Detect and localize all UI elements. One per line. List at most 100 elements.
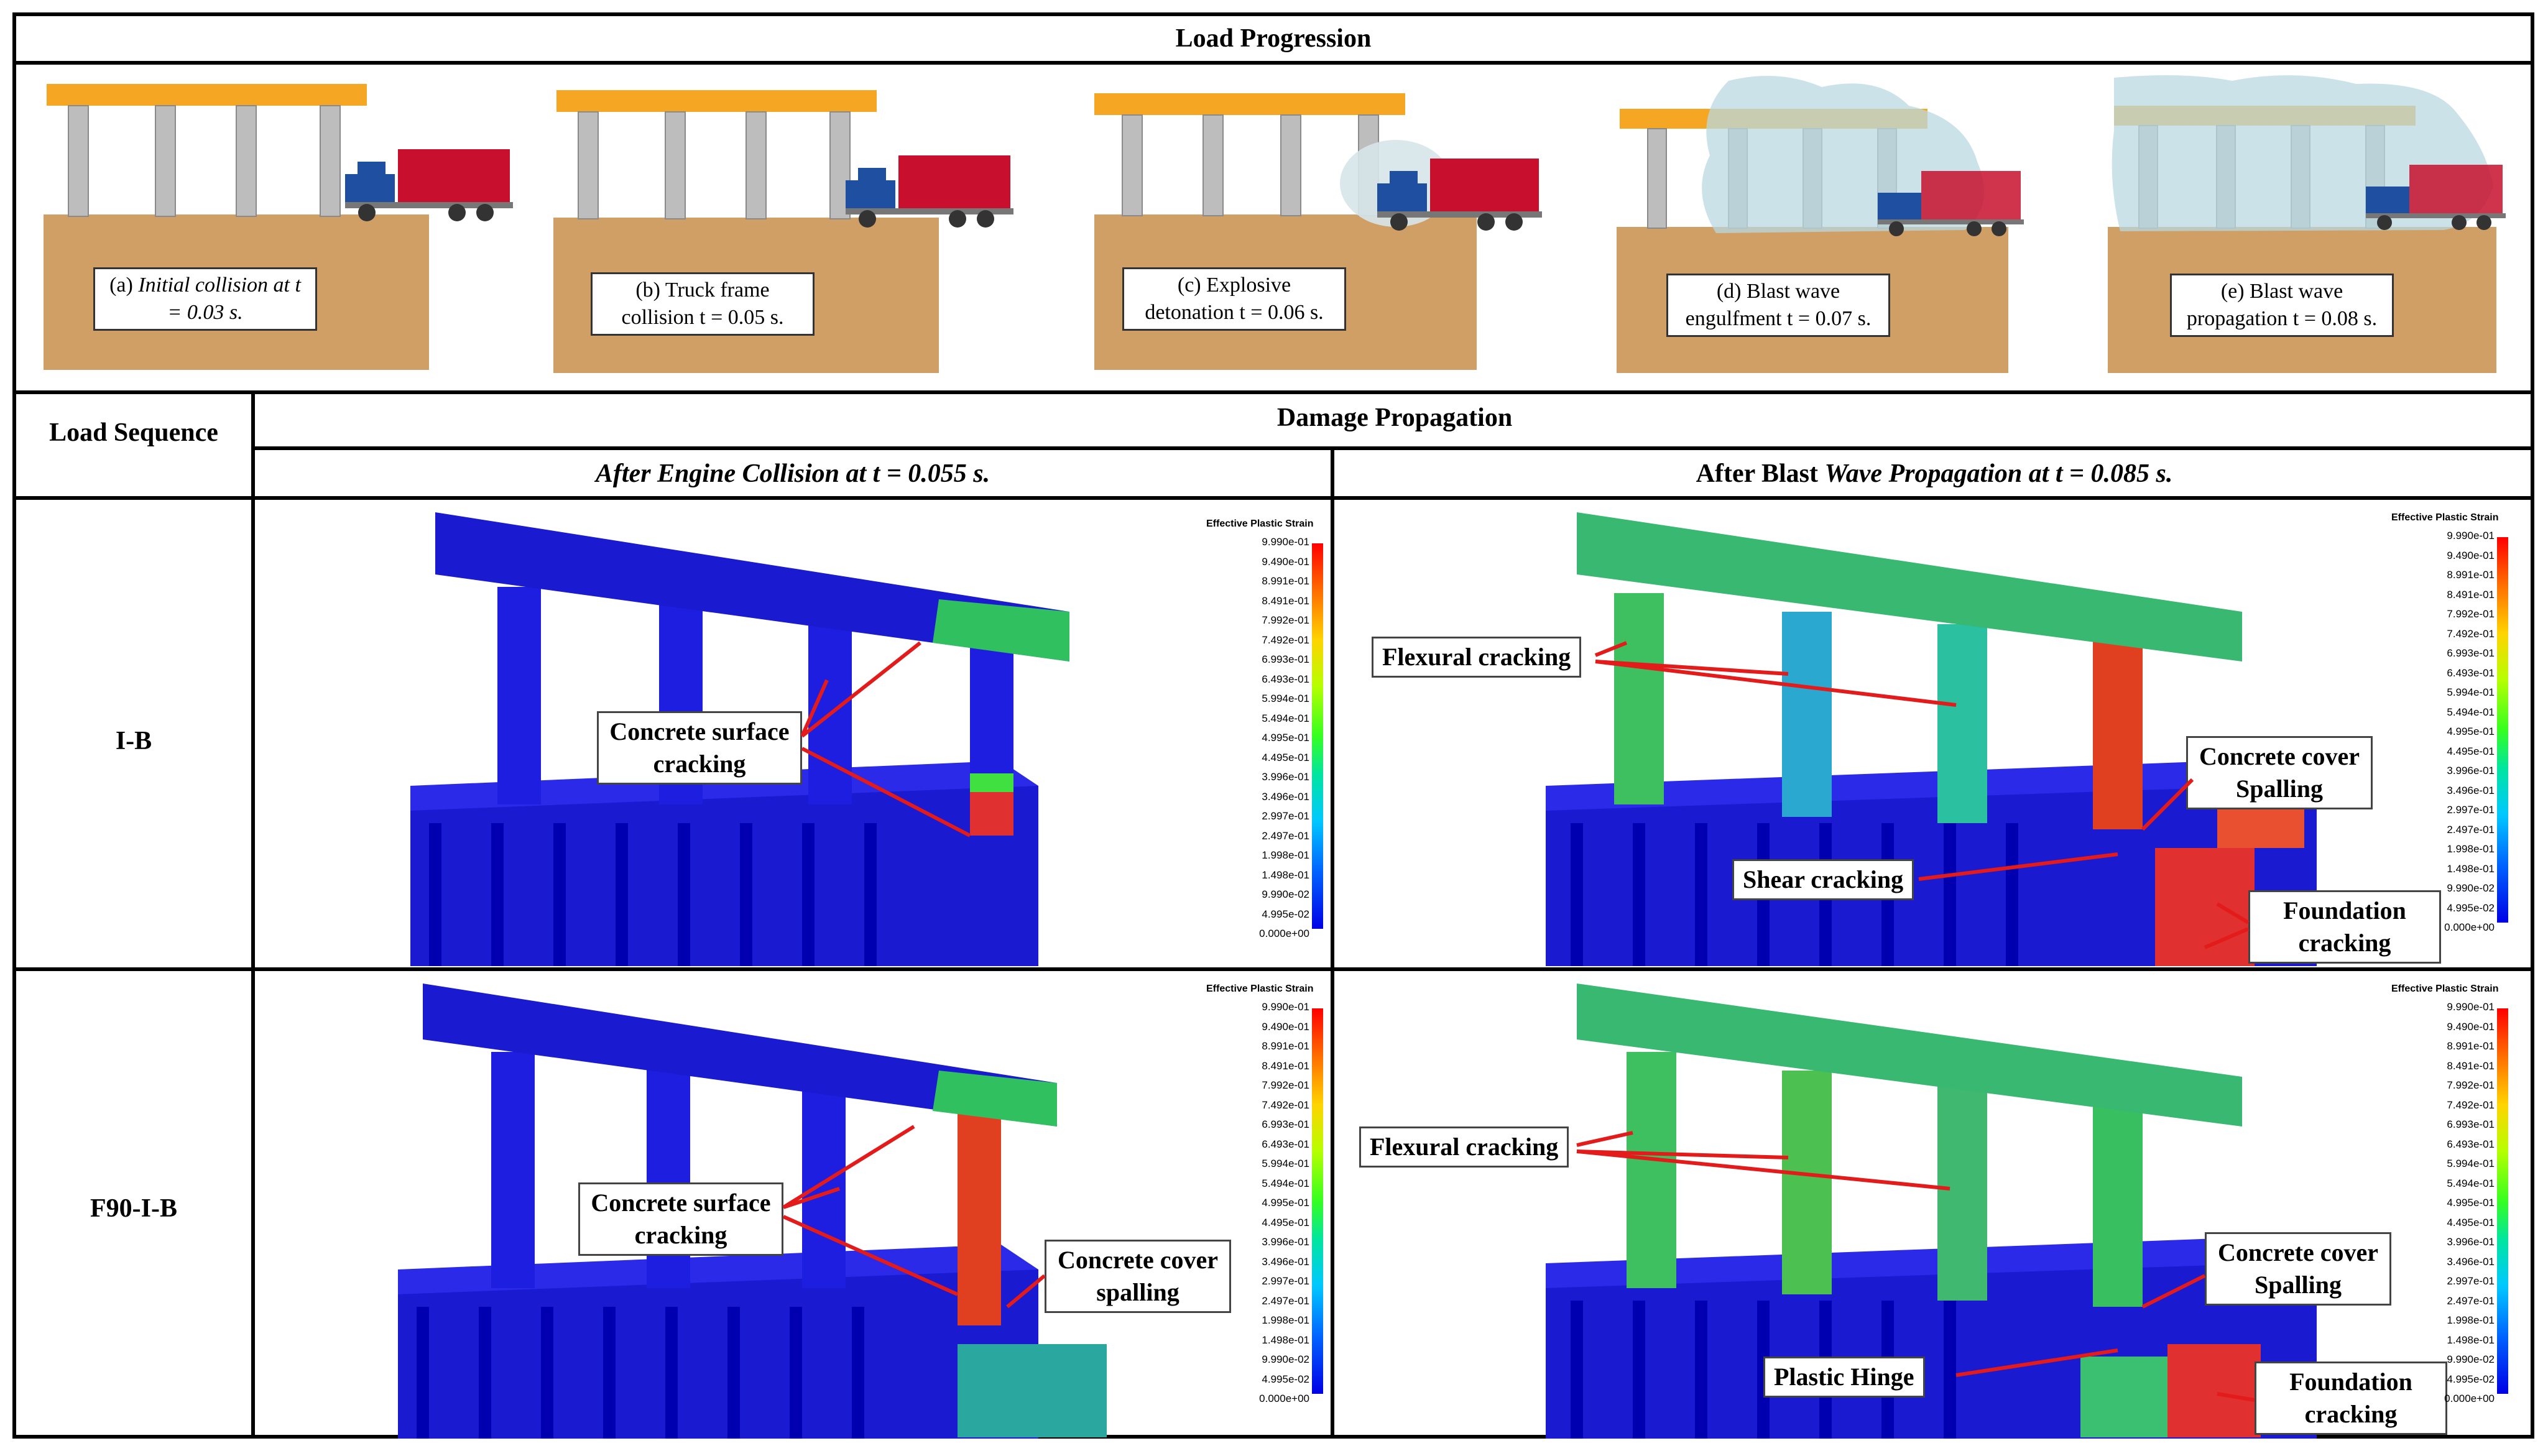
stage-e-scene bbox=[2108, 75, 2506, 373]
legend-value: 6.993e-01 bbox=[1262, 653, 1309, 665]
legend-value: 2.997e-01 bbox=[1262, 810, 1309, 822]
legend-value: 1.498e-01 bbox=[2447, 862, 2495, 875]
truck-icon bbox=[846, 155, 1013, 228]
legend-value: 3.996e-01 bbox=[2447, 1236, 2495, 1248]
divider-rows bbox=[12, 967, 2534, 971]
legend-value: 6.993e-01 bbox=[2447, 1118, 2495, 1130]
legend-value: 4.995e-01 bbox=[1262, 1197, 1309, 1209]
divider-damage-header bbox=[251, 446, 2534, 450]
legend-value: 1.498e-01 bbox=[1262, 869, 1309, 881]
legend-value: 8.991e-01 bbox=[1262, 1040, 1309, 1052]
legend-value: 5.994e-01 bbox=[1262, 1158, 1309, 1169]
legend-value: 4.995e-02 bbox=[1262, 908, 1309, 920]
legend-value: 0.000e+00 bbox=[2444, 921, 2495, 933]
stage-a-initial-collision: (a) Initial collision at t = 0.03 s. bbox=[37, 75, 522, 379]
legend-value: 3.496e-01 bbox=[2447, 1255, 2495, 1268]
stage-b-truck-frame-collision: (b) Truck frame collision t = 0.05 s. bbox=[547, 75, 1032, 379]
stage-c-scene bbox=[1094, 93, 1542, 370]
legend-value: 2.497e-01 bbox=[2447, 1294, 2495, 1307]
callout-f90ib-engine-cover-spalling: Concrete cover spalling bbox=[1045, 1240, 1231, 1313]
legend-value: 0.000e+00 bbox=[2444, 1393, 2495, 1404]
legend-value: 4.995e-02 bbox=[2447, 1373, 2495, 1385]
callout-f90ib-engine-surface-cracking: Concrete surface cracking bbox=[578, 1182, 783, 1256]
divider-top-header bbox=[12, 61, 2534, 65]
figure-frame bbox=[12, 12, 2534, 1439]
panel-f90ib-blast-model bbox=[1546, 984, 2317, 1439]
legend-value: 9.490e-01 bbox=[1262, 555, 1309, 568]
legend-value: 1.998e-01 bbox=[1262, 1314, 1309, 1326]
legend-value: 3.496e-01 bbox=[2447, 784, 2495, 796]
legend-value: 9.990e-01 bbox=[2447, 530, 2495, 541]
legend-color-bar bbox=[1312, 543, 1323, 929]
legend-value: 2.497e-01 bbox=[2447, 823, 2495, 836]
legend-color-bar bbox=[2497, 1008, 2508, 1394]
truck-icon bbox=[1377, 159, 1542, 231]
legend-value: 1.998e-01 bbox=[2447, 1314, 2495, 1326]
stage-e-caption: (e) Blast wave propagation t = 0.08 s. bbox=[2170, 274, 2394, 337]
divider-middle-column bbox=[1331, 446, 1334, 1439]
legend-value: 7.492e-01 bbox=[2447, 1099, 2495, 1111]
stage-b-scene bbox=[553, 90, 1013, 373]
legend-value: 1.498e-01 bbox=[1262, 1334, 1309, 1346]
legend-value: 7.992e-01 bbox=[2447, 1079, 2495, 1091]
legend-value: 4.995e-02 bbox=[1262, 1373, 1309, 1385]
truck-icon bbox=[2366, 165, 2506, 230]
legend-value: 8.491e-01 bbox=[2447, 588, 2495, 601]
legend-value: 3.996e-01 bbox=[2447, 765, 2495, 776]
legend-value: 4.995e-01 bbox=[2447, 726, 2495, 737]
legend-value: 5.494e-01 bbox=[1262, 712, 1309, 724]
legend-value: 4.495e-01 bbox=[2447, 1216, 2495, 1228]
legend-value: 8.991e-01 bbox=[2447, 1040, 2495, 1052]
header-blast-prefix: After Blast bbox=[1696, 459, 1825, 488]
legend-value: 4.495e-01 bbox=[1262, 1216, 1309, 1228]
legend-value: 6.493e-01 bbox=[2447, 666, 2495, 679]
panel-f90ib-engine-model bbox=[398, 984, 1107, 1439]
legend-title: Effective Plastic Strain bbox=[2391, 984, 2499, 994]
legend-value: 0.000e+00 bbox=[1259, 928, 1309, 939]
legend-color-bar bbox=[1312, 1008, 1323, 1394]
legend-value: 5.494e-01 bbox=[1262, 1177, 1309, 1189]
callout-ib-blast-foundation: Foundation cracking bbox=[2248, 890, 2441, 964]
stage-a-scene bbox=[44, 84, 513, 370]
header-damage-propagation: Damage Propagation bbox=[1276, 403, 1513, 432]
legend-value: 3.996e-01 bbox=[1262, 1236, 1309, 1248]
legend-title: Effective Plastic Strain bbox=[2391, 512, 2499, 523]
legend-value: 5.994e-01 bbox=[2447, 1158, 2495, 1169]
callout-ib-blast-cover-spalling: Concrete cover Spalling bbox=[2186, 736, 2373, 809]
callout-ib-blast-flexural: Flexural cracking bbox=[1372, 637, 1582, 678]
legend-value: 8.491e-01 bbox=[1262, 594, 1309, 607]
legend-value: 2.997e-01 bbox=[2447, 1275, 2495, 1287]
legend-value: 5.494e-01 bbox=[2447, 706, 2495, 718]
callout-f90ib-blast-plastic-hinge: Plastic Hinge bbox=[1763, 1357, 1925, 1398]
stage-b-caption: (b) Truck frame collision t = 0.05 s. bbox=[591, 272, 815, 336]
legend-value: 8.991e-01 bbox=[1262, 575, 1309, 587]
legend-value: 3.496e-01 bbox=[1262, 1255, 1309, 1268]
stage-e-blast-wave-propagation: (e) Blast wave propagation t = 0.08 s. bbox=[2108, 68, 2518, 379]
legend-value: 2.497e-01 bbox=[1262, 1294, 1309, 1307]
legend-value: 0.000e+00 bbox=[1259, 1393, 1309, 1404]
legend-value: 4.495e-01 bbox=[1262, 751, 1309, 763]
stage-c-explosive-detonation: (c) Explosive detonation t = 0.06 s. bbox=[1085, 75, 1570, 379]
legend-value: 9.990e-02 bbox=[1262, 1353, 1309, 1365]
legend-value: 9.490e-01 bbox=[1262, 1020, 1309, 1033]
legend-value: 9.990e-01 bbox=[1262, 1001, 1309, 1013]
legend-value: 4.995e-01 bbox=[1262, 732, 1309, 744]
legend-value: 1.498e-01 bbox=[2447, 1334, 2495, 1346]
legend-value: 9.990e-02 bbox=[2447, 1353, 2495, 1365]
legend-title: Effective Plastic Strain bbox=[1206, 984, 1314, 994]
header-blast-italic: Wave Propagation at t = 0.085 s. bbox=[1824, 459, 2173, 488]
legend-value: 1.998e-01 bbox=[2447, 843, 2495, 855]
truck-icon bbox=[1878, 171, 2024, 236]
legend-value: 6.493e-01 bbox=[1262, 673, 1309, 685]
legend-value: 8.991e-01 bbox=[2447, 569, 2495, 581]
legend-value: 7.992e-01 bbox=[1262, 1079, 1309, 1091]
callout-f90ib-blast-foundation: Foundation cracking bbox=[2255, 1362, 2447, 1435]
stage-a-caption-italic: Initial collision at t = 0.03 s. bbox=[138, 274, 301, 324]
legend-value: 5.994e-01 bbox=[2447, 686, 2495, 698]
legend-value: 8.491e-01 bbox=[2447, 1059, 2495, 1072]
legend-value: 2.997e-01 bbox=[2447, 804, 2495, 816]
legend-value: 5.994e-01 bbox=[1262, 693, 1309, 704]
legend-value: 9.990e-02 bbox=[1262, 888, 1309, 900]
